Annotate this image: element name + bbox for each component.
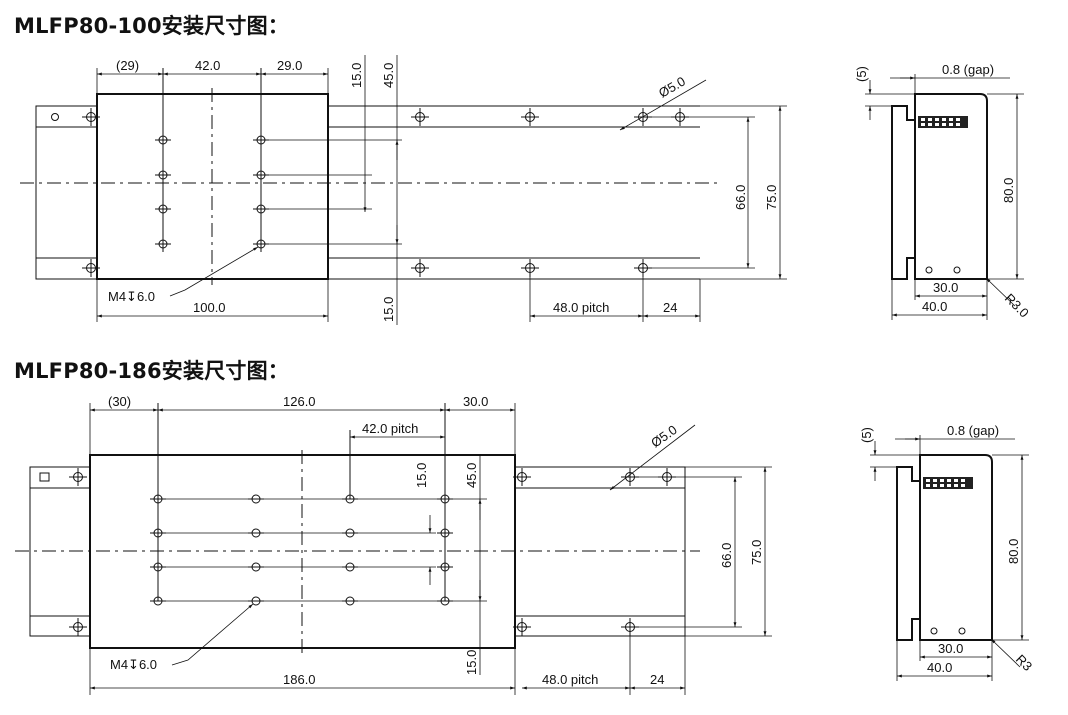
- dim-carriage-length: 100.0: [193, 300, 226, 315]
- dim-hole-pitch-x: 42.0 pitch: [362, 421, 418, 436]
- dim-rail-pitch: 48.0 pitch: [542, 672, 598, 687]
- dim-hole-pitch-y: 15.0: [414, 463, 429, 488]
- dim-hole-pitch-y: 15.0: [349, 63, 364, 88]
- drawing-186-title: MLFP80-186安装尺寸图：: [14, 359, 289, 383]
- dim-hole-pitch-x: 42.0: [195, 58, 220, 73]
- side-radius: R3.0: [1002, 291, 1032, 321]
- connector-icon: [918, 116, 968, 128]
- dim-bottom-offset: 15.0: [381, 297, 396, 322]
- side-inner-width: 30.0: [933, 280, 958, 295]
- side-height: 80.0: [1006, 539, 1021, 564]
- side-gap: 0.8 (gap): [947, 423, 999, 438]
- hole-diameter: Ø5.0: [648, 422, 680, 450]
- dim-rail-end: 24: [650, 672, 664, 687]
- side-gap-offset: (5): [859, 427, 874, 443]
- dim-rail-end: 24: [663, 300, 677, 315]
- dim-hole-span-x: 126.0: [283, 394, 316, 409]
- side-width: 40.0: [922, 299, 947, 314]
- dim-hole-span-y: 45.0: [464, 463, 479, 488]
- dim-rail-width: 75.0: [749, 540, 764, 565]
- dim-right-offset: 29.0: [277, 58, 302, 73]
- dim-rail-hole-span: 66.0: [733, 185, 748, 210]
- dim-rail-hole-span: 66.0: [719, 543, 734, 568]
- dim-left-offset: (30): [108, 394, 131, 409]
- dim-rail-pitch: 48.0 pitch: [553, 300, 609, 315]
- rail-left-end: [35, 105, 98, 280]
- dim-left-offset: (29): [116, 58, 139, 73]
- side-inner-width: 30.0: [938, 641, 963, 656]
- dim-bottom-offset: 15.0: [464, 650, 479, 675]
- drawing-100-title: MLFP80-100安装尺寸图：: [14, 14, 289, 38]
- connector-icon: [923, 477, 973, 489]
- side-width: 40.0: [927, 660, 952, 675]
- drawing-186-side-view: 0.8 (gap) (5) 80.0 30.0 40.0 R3: [859, 423, 1035, 681]
- drawing-100-side-view: 0.8 (gap) (5) 80.0 30.0 40.0 R3.0: [854, 62, 1032, 321]
- side-height: 80.0: [1001, 178, 1016, 203]
- dim-hole-span-y: 45.0: [381, 63, 396, 88]
- side-gap: 0.8 (gap): [942, 62, 994, 77]
- hole-diameter: Ø5.0: [656, 74, 688, 101]
- thread-callout: M4↧6.0: [108, 289, 155, 304]
- dim-rail-width: 75.0: [764, 185, 779, 210]
- dim-right-offset: 30.0: [463, 394, 488, 409]
- drawing-186-top-view: (30) 126.0 30.0 42.0 pitch 15.0 45.0 15.…: [15, 394, 772, 695]
- side-radius: R3: [1013, 652, 1035, 674]
- side-gap-offset: (5): [854, 66, 869, 82]
- thread-callout: M4↧6.0: [110, 657, 157, 672]
- dim-carriage-length: 186.0: [283, 672, 316, 687]
- drawing-100-top-view: (29) 42.0 29.0 15.0 45.0 15.0 100.0 M4↧6…: [20, 55, 787, 325]
